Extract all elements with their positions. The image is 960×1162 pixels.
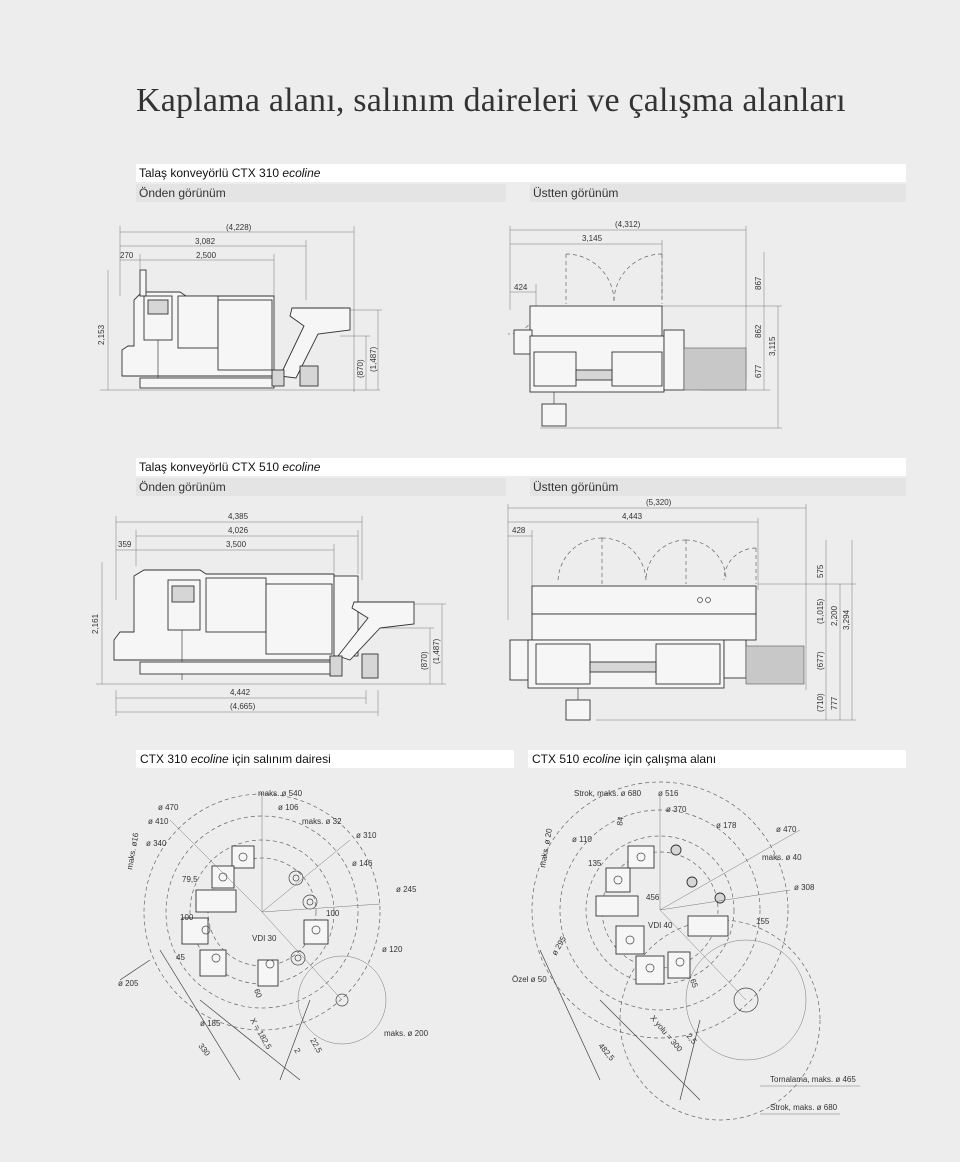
ctx310-front-label: Önden görünüm bbox=[136, 184, 506, 202]
lbl-strok-680b: Strok, maks. ø 680 bbox=[770, 1103, 838, 1112]
lbl-maks-40: maks. ø 40 bbox=[762, 853, 802, 862]
dim-3115: 3,115 bbox=[768, 336, 777, 356]
lbl-410: ø 410 bbox=[148, 817, 169, 826]
lbl-185: ø 185 bbox=[200, 1019, 221, 1028]
dim-2161: 2,161 bbox=[91, 613, 100, 634]
ctx510-front-view: 4,385 4,026 359 3,500 2,161 (870) (1,487… bbox=[91, 512, 446, 716]
lbl-135: 135 bbox=[588, 859, 602, 868]
lbl-482-5: 482,5 bbox=[596, 1042, 616, 1064]
dim-3082: 3,082 bbox=[195, 237, 216, 246]
dim-4312: (4,312) bbox=[615, 220, 641, 229]
lbl-330: 330 bbox=[196, 1042, 212, 1058]
dim-4228: (4,228) bbox=[226, 223, 252, 232]
lbl-340: ø 340 bbox=[146, 839, 167, 848]
lbl-310: ø 310 bbox=[356, 831, 377, 840]
lbl-106: ø 106 bbox=[278, 803, 299, 812]
dim-710: (710) bbox=[816, 693, 825, 712]
dim-1487: (1,487) bbox=[369, 346, 378, 372]
dim-870: (870) bbox=[356, 359, 365, 378]
dim-867: 867 bbox=[754, 276, 763, 290]
lbl-vdi30: VDI 30 bbox=[252, 934, 277, 943]
dim-870b: (870) bbox=[420, 651, 429, 670]
lbl-146: ø 146 bbox=[352, 859, 373, 868]
lbl-155: 155 bbox=[756, 917, 770, 926]
dim-4385: 4,385 bbox=[228, 512, 249, 521]
lbl-65: 65 bbox=[688, 978, 700, 990]
lbl-308: ø 308 bbox=[794, 883, 815, 892]
lbl-strok-680a: Strok, maks. ø 680 bbox=[574, 789, 642, 798]
dim-2200: 2,200 bbox=[830, 605, 839, 626]
dim-4665: (4,665) bbox=[230, 702, 256, 711]
lbl-ozel-50: Özel ø 50 bbox=[512, 975, 547, 984]
page-title: Kaplama alanı, salınım daireleri ve çalı… bbox=[136, 82, 846, 119]
ctx310-swing-title: CTX 310 ecoline için çalışma alanı için … bbox=[136, 750, 514, 768]
dim-677: 677 bbox=[754, 364, 763, 378]
lbl-vdi40: VDI 40 bbox=[648, 921, 673, 930]
lbl-tornalama-465: Tornalama, maks. ø 465 bbox=[770, 1075, 856, 1084]
lbl-maks-200: maks. ø 200 bbox=[384, 1029, 429, 1038]
lbl-x-182-5: X = 182,5 bbox=[248, 1017, 273, 1052]
ctx510-section-title: Talaş konveyörlü CTX 510 ecoline bbox=[136, 458, 906, 476]
ctx310-front-view: (4,228) 3,082 270 2,500 2,153 (870) (1,4… bbox=[97, 223, 382, 392]
lbl-maks-540: maks. ø 540 bbox=[258, 789, 303, 798]
dim-777: 777 bbox=[830, 696, 839, 710]
lbl-120: ø 120 bbox=[382, 945, 403, 954]
ctx510-top-view: (5,320) 4,443 428 575 (1,015) 2,200 3,29… bbox=[507, 498, 856, 721]
lbl-470: ø 470 bbox=[158, 803, 179, 812]
ctx510-front-label: Önden görünüm bbox=[136, 478, 506, 496]
dim-4443: 4,443 bbox=[622, 512, 643, 521]
dim-359: 359 bbox=[118, 540, 132, 549]
lbl-100b: 100 bbox=[326, 909, 340, 918]
dim-3500: 3,500 bbox=[226, 540, 247, 549]
dim-3145: 3,145 bbox=[582, 234, 603, 243]
lbl-295: ø 295 bbox=[550, 934, 568, 957]
lbl-2: 2 bbox=[292, 1047, 302, 1056]
lbl-maks-16: maks. ø16 bbox=[125, 831, 140, 870]
dim-5320: (5,320) bbox=[646, 498, 672, 507]
ctx510-work-area-title: CTX 510 ecoline için çalışma alanı bbox=[528, 750, 906, 768]
dim-270: 270 bbox=[120, 251, 134, 260]
dim-677b: (677) bbox=[816, 651, 825, 670]
ctx310-top-label: Üstten görünüm bbox=[530, 184, 906, 202]
dim-4026: 4,026 bbox=[228, 526, 249, 535]
dim-2153: 2,153 bbox=[97, 324, 106, 345]
lbl-516: ø 516 bbox=[658, 789, 679, 798]
lbl-370: ø 370 bbox=[666, 805, 687, 814]
ctx310-swing-diagram: maks. ø 540 ø 470 ø 106 ø 410 maks. ø 32… bbox=[118, 789, 429, 1081]
lbl-456: 456 bbox=[646, 893, 660, 902]
ctx310-top-view: (4,312) 3,145 424 867 862 3,115 677 bbox=[507, 220, 782, 429]
lbl-maks-32: maks. ø 32 bbox=[302, 817, 342, 826]
lbl-245: ø 245 bbox=[396, 885, 417, 894]
lbl-45: 45 bbox=[176, 953, 185, 962]
lbl-x-yolu-300: X yolu = 300 bbox=[648, 1014, 684, 1054]
lbl-maks-20: maks. ø 20 bbox=[538, 827, 554, 868]
lbl-470b: ø 470 bbox=[776, 825, 797, 834]
ctx510-work-area-diagram: Strok, maks. ø 680 ø 516 84 ø 370 ø 178 … bbox=[512, 781, 860, 1121]
dim-862: 862 bbox=[754, 324, 763, 338]
lbl-110: ø 110 bbox=[572, 835, 592, 844]
lbl-100a: 100 bbox=[180, 913, 194, 922]
ctx310-section-title: Talaş konveyörlü CTX 310 ecoline bbox=[136, 164, 906, 182]
dim-428: 428 bbox=[512, 526, 526, 535]
ctx510-top-label: Üstten görünüm bbox=[530, 478, 906, 496]
dim-1015: (1,015) bbox=[816, 598, 825, 624]
lbl-79-5: 79,5 bbox=[182, 875, 198, 884]
dim-424: 424 bbox=[514, 283, 528, 292]
lbl-205: ø 205 bbox=[118, 979, 139, 988]
lbl-84: 84 bbox=[615, 815, 626, 826]
dim-2500: 2,500 bbox=[196, 251, 217, 260]
dim-1487b: (1,487) bbox=[432, 638, 441, 664]
dim-575: 575 bbox=[816, 564, 825, 578]
lbl-178: ø 178 bbox=[716, 821, 737, 830]
dim-3294: 3,294 bbox=[842, 609, 851, 630]
lbl-60: 60 bbox=[252, 988, 264, 1000]
dim-4442: 4,442 bbox=[230, 688, 251, 697]
